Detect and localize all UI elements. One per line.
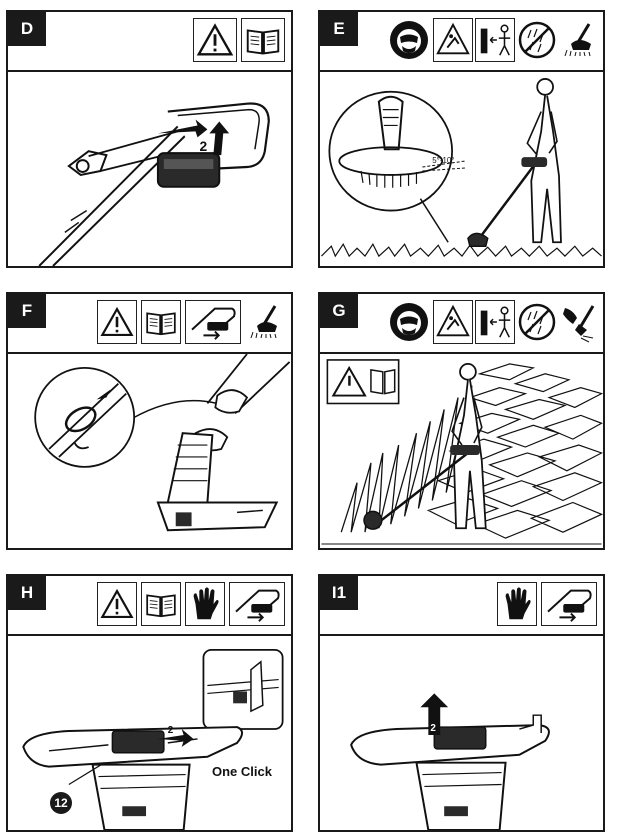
gloves-icon [185,582,225,626]
panel-h: H [6,574,293,832]
flying-debris-warning-icon [433,18,473,62]
panel-g-header: G [320,294,603,354]
panel-f-illustration [8,354,291,548]
panel-g: G [318,292,605,550]
no-rain-icon [517,18,557,62]
panel-e-header: E [320,12,603,72]
warning-icon [97,582,137,626]
manual-book-icon [241,18,285,62]
panel-d-icons [193,18,285,62]
panel-d-tag: D [8,12,46,46]
panel-d-arrow-label: 2 [199,138,207,154]
panel-g-tag: G [320,294,358,328]
panel-f-header: F [8,294,291,354]
remove-battery-icon [185,300,241,344]
manual-book-icon [141,582,181,626]
face-protection-icon [387,300,431,344]
panel-f-tag: F [8,294,46,328]
panel-i1: I1 2 [318,574,605,832]
panel-g-icons [387,300,599,344]
trimmer-guard-icon [245,300,285,344]
face-protection-icon [387,18,431,62]
edging-icon [559,300,599,344]
manual-book-icon [141,300,181,344]
remove-battery-icon [229,582,285,626]
gloves-icon [497,582,537,626]
warning-icon [97,300,137,344]
panel-e-illustration: 5°-10° [320,72,603,266]
panel-e-angle-label: 5°-10° [432,156,454,165]
keep-bystanders-away-icon [475,18,515,62]
panel-e: E 5°-10° [318,10,605,268]
panel-d: D 2 [6,10,293,268]
panel-h-arrow-label: 2 [168,725,174,736]
panel-d-illustration: 2 [8,72,291,266]
trimmer-guard-icon [559,18,599,62]
panel-i1-icons [497,582,597,626]
panel-i1-arrow-label: 2 [430,723,436,734]
panel-h-icons [97,582,285,626]
no-rain-icon [517,300,557,344]
panel-g-illustration [320,354,603,548]
keep-bystanders-away-icon [475,300,515,344]
warning-icon [193,18,237,62]
panel-e-tag: E [320,12,358,46]
panel-i1-illustration: 2 [320,636,603,830]
panel-e-icons [387,18,599,62]
remove-battery-icon [541,582,597,626]
panel-d-header: D [8,12,291,72]
panel-i1-header: I1 [320,576,603,636]
panel-h-header: H [8,576,291,636]
panel-h-click-label: One Click [212,764,272,779]
panel-i1-tag: I1 [320,576,358,610]
panel-h-illustration: 2 [8,636,291,830]
panel-h-tag: H [8,576,46,610]
panel-f: F [6,292,293,550]
panel-h-callout: 12 [50,792,72,814]
flying-debris-warning-icon [433,300,473,344]
panel-f-icons [97,300,285,344]
